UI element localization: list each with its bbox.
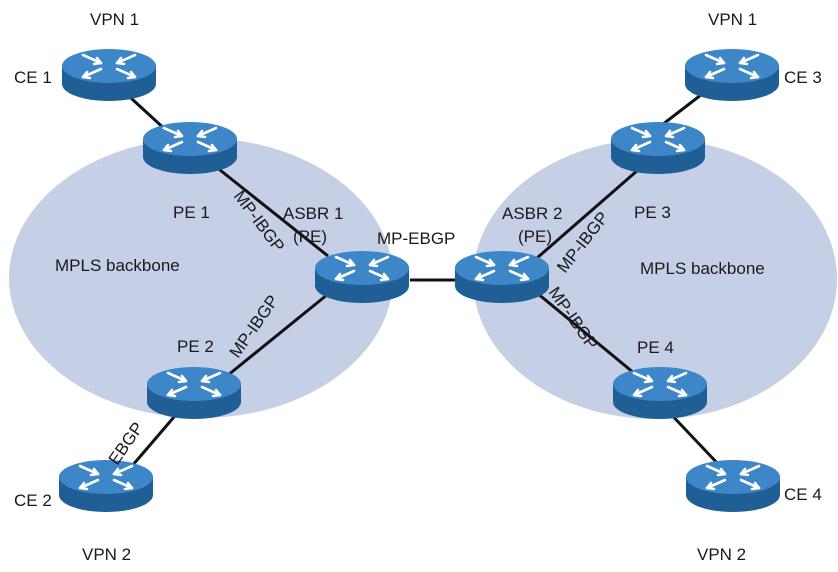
- vpn-label-ce1: VPN 1: [90, 10, 139, 29]
- node-label-pe3: PE 3: [634, 203, 671, 222]
- node-sublabel-asbr1: (PE): [293, 227, 327, 246]
- router-icon-pe4[interactable]: [611, 365, 709, 421]
- node-label-pe2: PE 2: [177, 337, 214, 356]
- node-sublabel-asbr2: (PE): [518, 227, 552, 246]
- node-label-pe4: PE 4: [637, 338, 674, 357]
- backbone-right-label: MPLS backbone: [640, 259, 765, 278]
- link-pe2-asbr1: [221, 288, 334, 382]
- link-asbr2-pe3: [536, 161, 647, 260]
- node-label-ce3: CE 3: [784, 68, 822, 87]
- router-icon-pe3[interactable]: [609, 120, 707, 176]
- vpn-label-ce2: VPN 2: [82, 545, 131, 564]
- router-icon-asbr2[interactable]: [453, 249, 551, 305]
- router-icon-ce2[interactable]: [57, 458, 155, 514]
- router-icon-asbr1[interactable]: [313, 249, 411, 305]
- link-label-pe2-ce2: EBGP: [105, 419, 148, 469]
- link-pe2-ce2: [130, 409, 182, 467]
- router-icon-ce3[interactable]: [683, 47, 781, 103]
- router-icon-pe2[interactable]: [145, 365, 243, 421]
- link-asbr2-pe4: [536, 291, 641, 380]
- vpn-label-ce4: VPN 2: [697, 545, 746, 564]
- node-label-asbr1: ASBR 1: [283, 204, 343, 223]
- router-icon-ce1[interactable]: [60, 47, 158, 103]
- backbone-right: [473, 139, 837, 419]
- node-label-pe1: PE 1: [173, 203, 210, 222]
- node-label-asbr2: ASBR 2: [502, 204, 562, 223]
- node-label-ce4: CE 4: [784, 485, 822, 504]
- link-pe1-asbr1: [214, 164, 329, 258]
- node-label-ce1: CE 1: [14, 68, 52, 87]
- router-icon-pe1[interactable]: [141, 120, 239, 176]
- backbone-left-label: MPLS backbone: [55, 256, 180, 275]
- backbone-left: [9, 138, 393, 418]
- vpn-label-ce3: VPN 1: [708, 10, 757, 29]
- router-icon-ce4[interactable]: [684, 458, 782, 514]
- link-label-asbr1-asbr2: MP-EBGP: [377, 229, 455, 248]
- node-label-ce2: CE 2: [14, 491, 52, 510]
